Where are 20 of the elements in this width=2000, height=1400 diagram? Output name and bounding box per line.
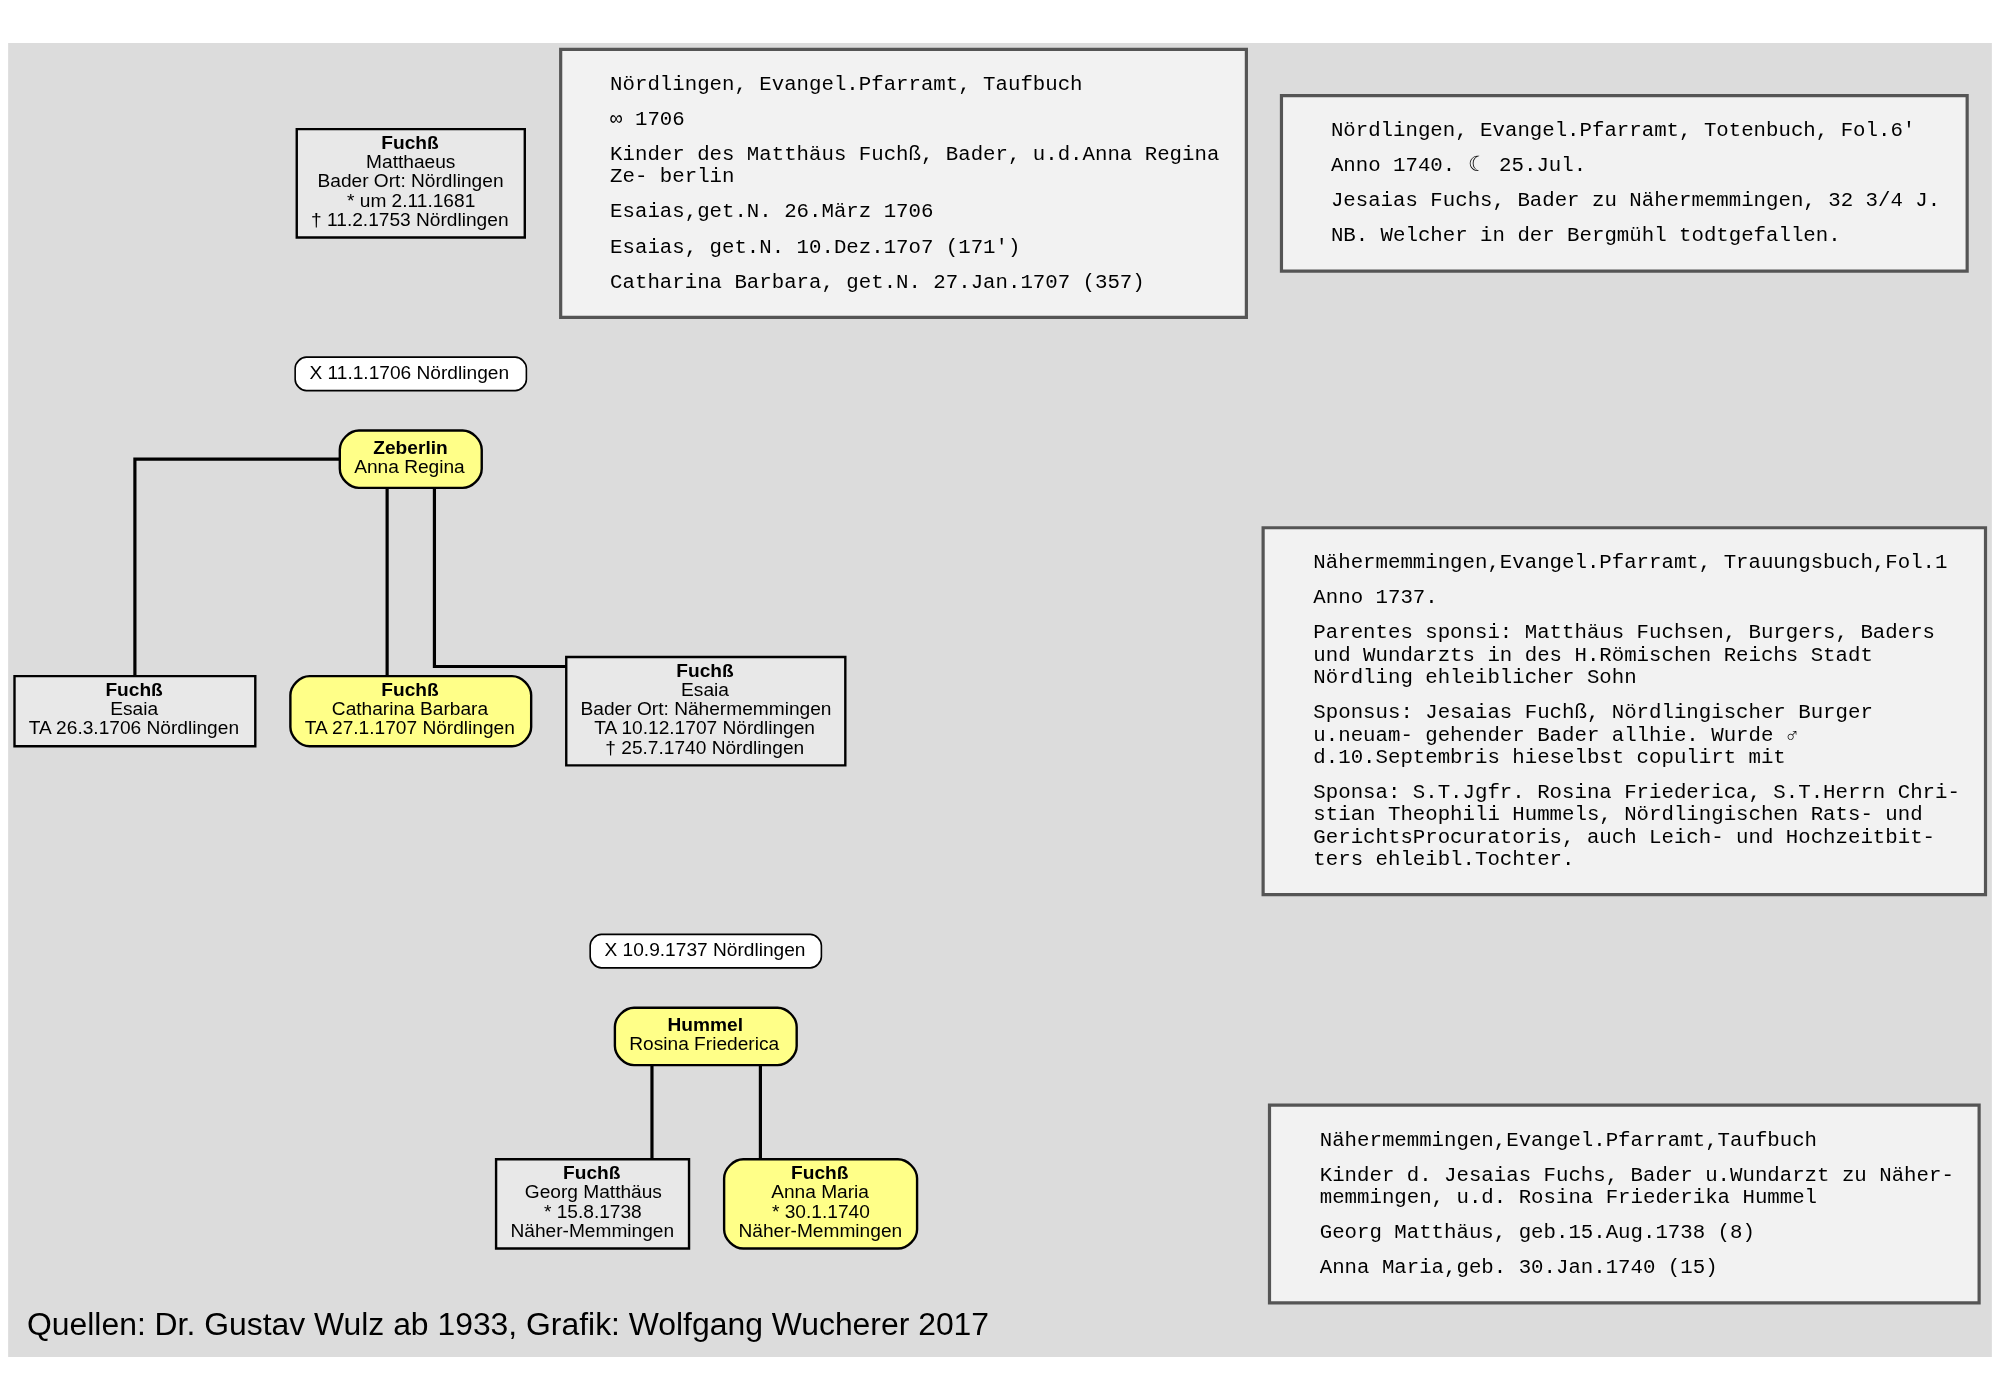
node-box: Fuchß Georg Matthäus * 15.8.1738 Näher-Memmingen — [494, 1158, 691, 1250]
node-box: Hummel Rosina Friederica — [613, 1006, 798, 1067]
connector — [385, 488, 389, 676]
node-box: Nördlingen, Evangel.Pfarramt, Totenbuch, Fol.6' Anno 1740. ☾ 25.Jul. Jesaias Fuchs, Bader zu Nähermemmingen, 32 3/4 J. NB. Welcher in der Bergmühl todtgefallen. — [1279, 94, 1969, 273]
node-box: Fuchß Esaia Bader Ort: Nähermemmingen TA 10.12.1707 Nördlingen † 25.7.1740 Nördlingen — [565, 655, 847, 767]
node-box: Fuchß Catharina Barbara TA 27.1.1707 Nördlingen — [289, 674, 533, 748]
node-box: Nördlingen, Evangel.Pfarramt, Taufbuch ∞ 1706 Kinder des Matthäus Fuchß, Bader, u.d.Anna Regina Ze- berlin Esaias,get.N. 26.März 1706 Esaias, get.N. 10.Dez.17o7 (171') Catharina Barbara, get.N. 27.Jan.1707 (357) — [559, 47, 1248, 319]
node-box: Nähermemmingen,Evangel.Pfarramt, Trauungsbuch,Fol.1 Anno 1737. Parentes sponsi: Matthäus Fuchsen, Burgers, Baders und Wundarzts in des H.Römischen Reichs Stadt Nördling ehleiblicher Sohn Sponsus: Jesaias Fuchß, Nördlingischer Burger u.neuam- gehender Bader allhie. Wurde ♂ d.10.Septembris hieselbst copulirt mit Sponsa: S.T.Jgfr. Rosina Friederica, S.T.Herrn Chri- stian Theophili Hummels, Nördlingischen Rats- und GerichtsProcuratoris, auch Leich- und Hochzeitbit- ters ehleibl.Tochter. — [1261, 526, 1988, 897]
node-box: Fuchß Esaia TA 26.3.1706 Nördlingen — [13, 674, 257, 748]
node-box: Zeberlin Anna Regina — [338, 429, 483, 490]
node-box: Fuchß Matthaeus Bader Ort: Nördlingen * um 2.11.1681 † 11.2.1753 Nördlingen — [295, 127, 526, 239]
node-box: X 10.9.1737 Nördlingen — [589, 933, 823, 969]
node-box: X 11.1.1706 Nördlingen — [294, 356, 528, 392]
connector — [650, 1065, 654, 1159]
caption: Quellen: Dr. Gustav Wulz ab 1933, Grafik: Wolfgang Wucherer 2017 — [27, 1305, 990, 1342]
node-box: Nähermemmingen,Evangel.Pfarramt,Taufbuch Kinder d. Jesaias Fuchs, Bader u.Wundarzt zu Näher- memmingen, u.d. Rosina Friederika Hummel Georg Matthäus, geb.15.Aug.1738 (8) Anna Maria,geb. 30.Jan.1740 (15) — [1267, 1103, 1981, 1305]
connector — [133, 457, 340, 676]
connector — [432, 488, 567, 669]
node-box: Fuchß Anna Maria * 30.1.1740 Näher-Memmingen — [722, 1158, 919, 1250]
connector — [758, 1065, 762, 1159]
